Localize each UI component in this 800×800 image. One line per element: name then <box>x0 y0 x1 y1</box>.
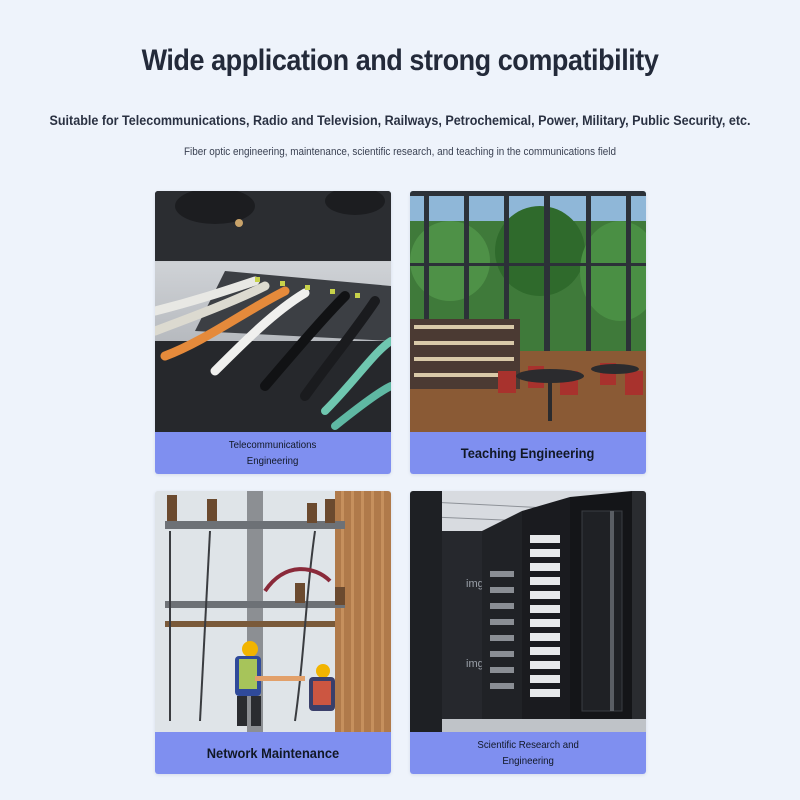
application-card-network-maintenance: Network Maintenance <box>155 491 391 774</box>
application-card-telecommunications: Telecommunications Engineering <box>155 191 391 474</box>
caption-line-1: Teaching Engineering <box>461 445 595 461</box>
server-room-image: img img <box>410 491 646 732</box>
card-caption: Network Maintenance <box>155 732 391 774</box>
caption-line-2: Engineering <box>502 755 554 767</box>
page-title: Wide application and strong compatibilit… <box>141 44 659 77</box>
caption-line-1: Scientific Research and <box>477 739 579 751</box>
caption-line-1: Telecommunications <box>229 439 317 451</box>
caption-line-1: Network Maintenance <box>206 745 340 761</box>
page-subtitle: Suitable for Telecommunications, Radio a… <box>49 113 751 128</box>
page-description: Fiber optic engineering, maintenance, sc… <box>184 146 616 158</box>
library-interior-image <box>410 191 646 432</box>
utility-pole-workers-image <box>155 491 391 732</box>
card-caption: Scientific Research and Engineering <box>410 732 646 774</box>
fiber-patch-panel-image <box>155 191 391 432</box>
rack-brand-text: img <box>466 658 484 670</box>
application-card-scientific-research: img img Scientific Research and Engineer… <box>410 491 646 774</box>
caption-line-2: Engineering <box>247 455 299 467</box>
card-caption: Telecommunications Engineering <box>155 432 391 474</box>
card-caption: Teaching Engineering <box>410 432 646 474</box>
application-card-teaching: Teaching Engineering <box>410 191 646 474</box>
rack-brand-text: img <box>466 578 484 590</box>
